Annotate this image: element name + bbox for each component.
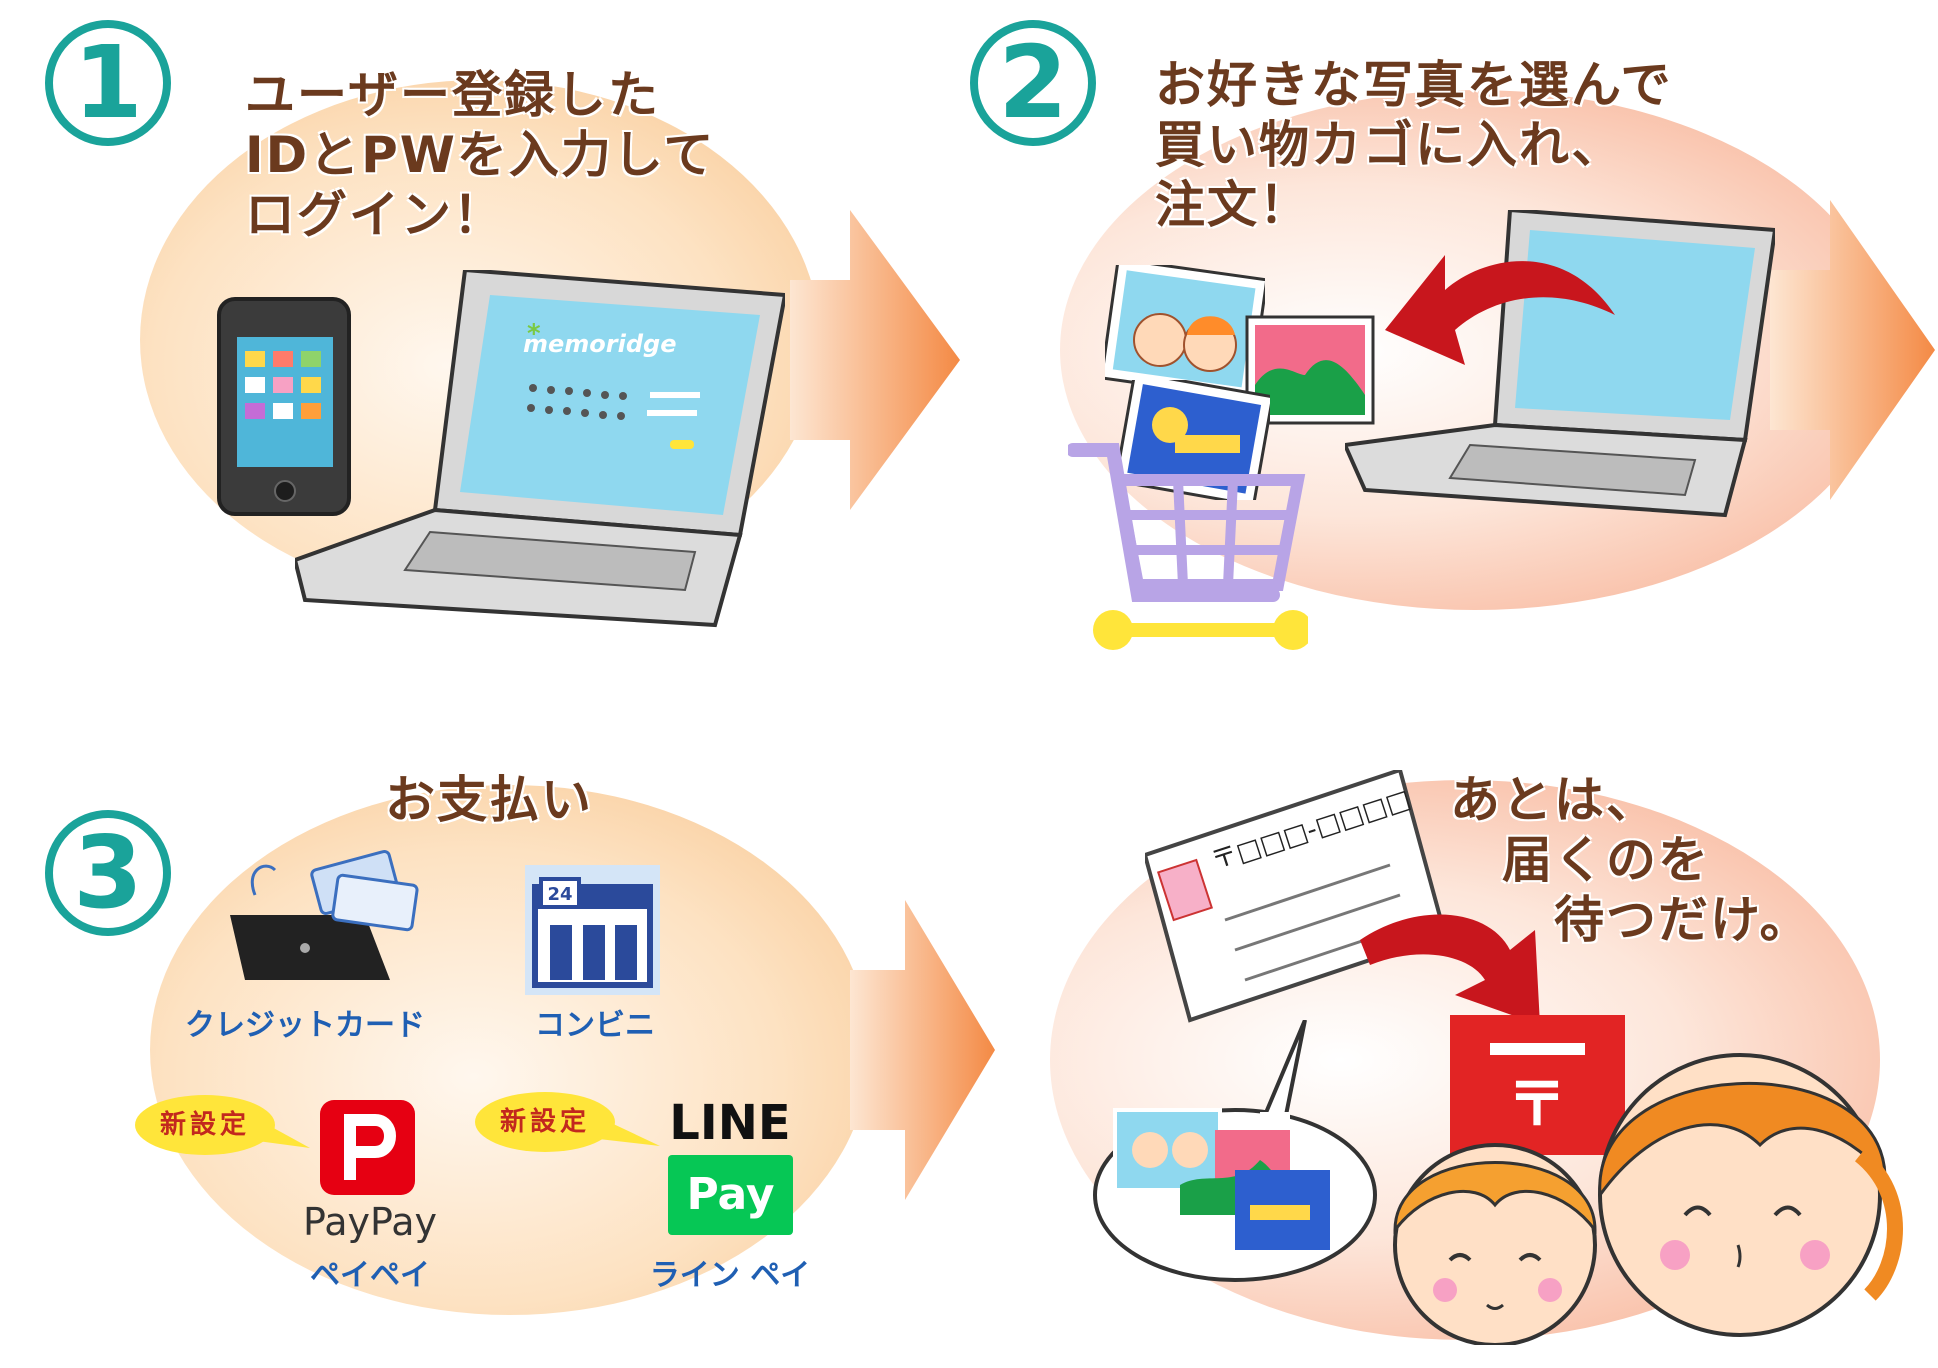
step2-headline: お好きな写真を選んで 買い物カゴに入れ、 注文！ [1155,56,1673,234]
photo-icon [1245,315,1375,425]
step3-headline: お支払い [385,771,593,829]
convenience-store-icon: 24 [525,865,660,995]
line-pay-logo-text: Pay [686,1169,775,1220]
badge-tail-icon [250,1115,310,1148]
memoridge-logo-text: memoridge [523,330,676,358]
badge-tail-icon [590,1113,660,1146]
child-face-icon [1598,1053,1903,1337]
credit-card-icon [230,850,419,980]
step1-number: 1 [45,20,171,146]
curved-arrow-icon [1385,255,1615,365]
payment-label-konbini: コンビニ [535,1008,655,1043]
step1-headline: ユーザー登録した IDとPWを入力して ログイン！ [245,66,716,244]
paypay-logo-icon [320,1100,415,1195]
step1-arrow-icon [790,210,960,510]
payment-label-paypay: ペイペイ [310,1258,430,1293]
shopping-cart-icon [1068,443,1308,650]
payment-label-linepay: ライン ペイ [649,1258,811,1293]
step4-headline: あとは、 届くのを 待つだけ。 [1450,771,1812,949]
store-24-text: 24 [547,884,572,905]
paypay-logo-text: PayPay [303,1200,437,1244]
svg-text:*: * [527,319,541,349]
child-face-icon [1393,1143,1597,1345]
smartphone-icon [217,297,351,516]
payment-label-credit: クレジットカード [185,1008,425,1043]
step3-number: 3 [45,810,171,936]
curved-arrow-icon [1360,914,1540,1025]
mailbox-icon: 〒 [1450,1015,1625,1155]
line-logo-text: LINE [669,1095,791,1151]
laptop-icon [1345,210,1775,518]
laptop-icon: memoridge * [295,270,785,628]
speech-bubble-icon [1093,1020,1377,1282]
line-pay-logo: Pay [668,1155,793,1235]
svg-text:〒: 〒 [1507,1070,1567,1140]
step2-number: 2 [970,20,1096,146]
new-setting-badge: 新設定 [475,1092,615,1152]
step2-arrow-icon [1770,200,1935,500]
photo-icon [1120,380,1270,500]
photo-icon [1105,265,1265,395]
step3-arrow-icon [850,900,995,1200]
